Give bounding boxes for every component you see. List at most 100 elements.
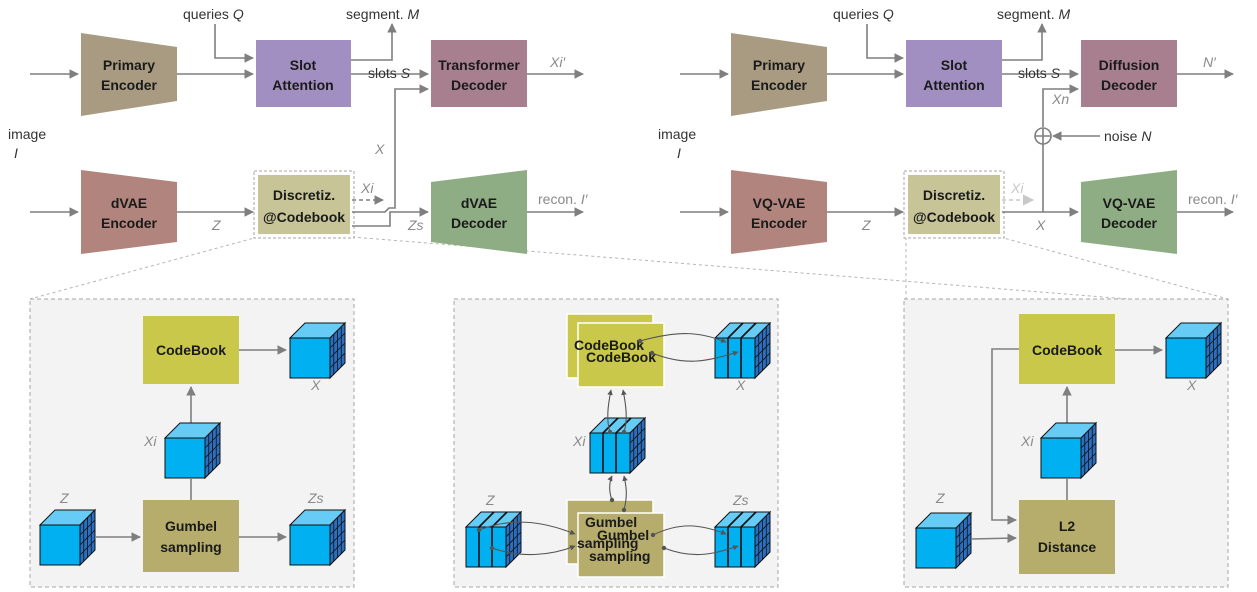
xi-prime-label: Xi′ xyxy=(549,54,566,70)
xi-label: Xi xyxy=(143,433,157,449)
dvae-encoder-label-2: Encoder xyxy=(101,215,158,231)
dvae-decoder-label-1: dVAE xyxy=(461,195,497,211)
diffusion-decoder-label-1: Diffusion xyxy=(1099,57,1160,73)
gumbel-front-label-2: sampling xyxy=(589,548,650,564)
transformer-decoder xyxy=(431,40,527,107)
l2-label-2: Distance xyxy=(1038,539,1097,555)
panel1-content: CodeBook X Xi Gumbel sampling Z Zs xyxy=(39,316,346,572)
cube-z-icon xyxy=(915,512,972,569)
image-symbol: I xyxy=(14,145,18,161)
zs-label: Zs xyxy=(307,490,324,506)
recon-label: recon. I′ xyxy=(538,191,589,207)
segment-label: segment. M xyxy=(997,6,1070,22)
l2-distance-box xyxy=(1019,500,1115,574)
x-label: X xyxy=(1035,217,1046,233)
primary-encoder-label-1: Primary xyxy=(753,57,805,73)
discretize-label-1: Discretiz. xyxy=(273,187,335,203)
z-label: Z xyxy=(485,492,495,508)
discretize-label-2: @Codebook xyxy=(913,209,995,225)
gumbel-front-label-1: Gumbel xyxy=(597,527,649,543)
noise-label: noise N xyxy=(1104,128,1152,144)
x-label: X xyxy=(735,377,746,393)
gumbel-back-label-2: sampling xyxy=(577,535,638,551)
left-pipeline: image I Primary Encoder queries Q Slot A… xyxy=(8,6,589,254)
slots-label: slots S xyxy=(1018,65,1061,81)
primary-encoder-label-1: Primary xyxy=(103,57,155,73)
diffusion-decoder-label-2: Decoder xyxy=(1101,77,1158,93)
n-prime-label: N′ xyxy=(1203,54,1217,70)
panel2-content: CodeBook CodeBook X Xi Gumbel sampling G… xyxy=(465,313,771,578)
image-label: image xyxy=(8,126,46,142)
diffusion-decoder xyxy=(1081,40,1177,107)
dvae-encoder-label-1: dVAE xyxy=(111,195,147,211)
cube-xi-icon xyxy=(1040,422,1097,479)
cube-zs-icon xyxy=(289,509,346,566)
cube-x-split-icon xyxy=(714,322,771,379)
zs-label: Zs xyxy=(407,217,424,233)
slot-attention-label-2: Attention xyxy=(272,77,333,93)
cube-x-icon xyxy=(289,322,346,379)
z-label: Z xyxy=(861,217,871,233)
slot-attention-label-2: Attention xyxy=(923,77,984,93)
slot-attention-label-1: Slot xyxy=(290,57,317,73)
z-label: Z xyxy=(211,217,221,233)
codebook-label-front: CodeBook xyxy=(586,349,656,365)
vqvae-decoder-label-1: VQ-VAE xyxy=(1103,195,1156,211)
right-pipeline: image I Primary Encoder queries Q Slot A… xyxy=(658,6,1239,254)
discretize-label-1: Discretiz. xyxy=(923,187,985,203)
vqvae-decoder-label-2: Decoder xyxy=(1101,215,1158,231)
xi-faded-label: Xi xyxy=(1010,180,1024,196)
queries-label: queries Q xyxy=(183,6,244,22)
z-label: Z xyxy=(935,490,945,506)
cube-xi-split-icon xyxy=(589,417,646,474)
recon-label: recon. I′ xyxy=(1188,191,1239,207)
z-label: Z xyxy=(59,490,69,506)
gumbel-label-2: sampling xyxy=(160,539,221,555)
xi-label: Xi xyxy=(1020,433,1034,449)
cube-z-icon xyxy=(39,509,96,566)
image-label: image xyxy=(658,126,696,142)
vqvae-decoder xyxy=(1081,170,1177,254)
vqvae-encoder-label-2: Encoder xyxy=(751,215,808,231)
xi-label: Xi xyxy=(360,180,374,196)
transformer-decoder-label-2: Decoder xyxy=(451,77,508,93)
panel3-content: CodeBook X Xi L2 Distance Z xyxy=(915,314,1222,574)
dvae-decoder-label-2: Decoder xyxy=(451,215,508,231)
slots-label: slots S xyxy=(368,65,411,81)
slot-attention xyxy=(906,40,1002,107)
l2-label-1: L2 xyxy=(1059,518,1076,534)
xn-label: Xn xyxy=(1051,91,1069,107)
codebook-box xyxy=(1019,314,1115,384)
queries-label: queries Q xyxy=(833,6,894,22)
slot-attention xyxy=(256,40,351,107)
discretize-codebook xyxy=(908,175,1000,234)
cube-x-icon xyxy=(1165,322,1222,379)
image-symbol: I xyxy=(677,145,681,161)
x-label: X xyxy=(374,141,385,157)
gumbel-box-stack xyxy=(577,512,665,578)
x-label: X xyxy=(1186,377,1197,393)
dvae-encoder xyxy=(81,170,177,254)
codebook-box xyxy=(143,316,239,384)
cube-z-split-icon xyxy=(465,511,522,568)
primary-encoder xyxy=(81,33,177,116)
codebook-label: CodeBook xyxy=(156,342,226,358)
discretize-codebook xyxy=(258,175,350,234)
vqvae-encoder xyxy=(731,170,827,254)
x-label: X xyxy=(310,377,321,393)
dvae-decoder xyxy=(431,170,527,254)
xi-label: Xi xyxy=(572,433,586,449)
vqvae-encoder-label-1: VQ-VAE xyxy=(753,195,806,211)
primary-encoder-label-2: Encoder xyxy=(751,77,808,93)
codebook-label-back: CodeBook xyxy=(574,337,644,353)
slot-attention-label-1: Slot xyxy=(941,57,968,73)
transformer-decoder-label-1: Transformer xyxy=(438,57,520,73)
zs-label: Zs xyxy=(732,492,749,508)
primary-encoder-label-2: Encoder xyxy=(101,77,158,93)
codebook-label: CodeBook xyxy=(1032,342,1102,358)
segment-label: segment. M xyxy=(346,6,419,22)
cube-zs-split-icon xyxy=(714,511,771,568)
discretize-label-2: @Codebook xyxy=(263,209,345,225)
gumbel-back-label-1: Gumbel xyxy=(585,514,637,530)
